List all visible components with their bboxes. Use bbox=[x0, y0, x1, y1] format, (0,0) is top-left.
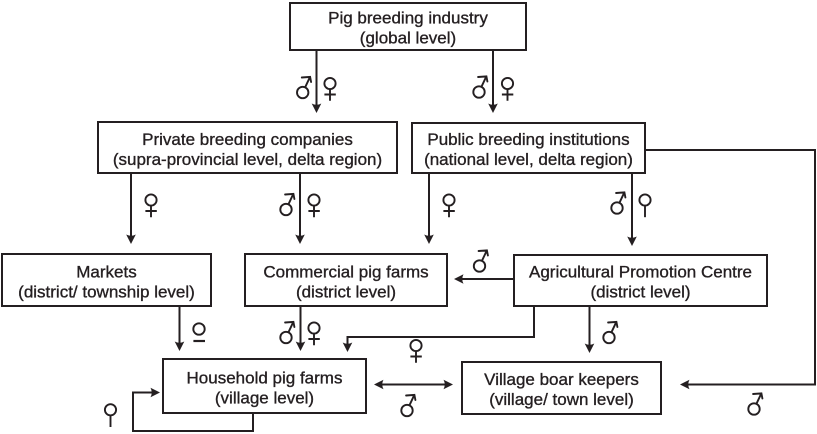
svg-text:(district/ township level): (district/ township level) bbox=[18, 282, 195, 301]
svg-text:(supra-provincial level, delta: (supra-provincial level, delta region) bbox=[113, 150, 382, 169]
svg-text:Private breeding companies: Private breeding companies bbox=[142, 130, 353, 149]
svg-text:(national level, delta region): (national level, delta region) bbox=[424, 150, 633, 169]
svg-text:Household pig farms: Household pig farms bbox=[187, 368, 343, 387]
svg-text:(village/ town level): (village/ town level) bbox=[489, 390, 634, 409]
svg-text:Commercial pig farms: Commercial pig farms bbox=[263, 262, 428, 281]
svg-text:Markets: Markets bbox=[76, 262, 136, 281]
svg-text:Public breeding institutions: Public breeding institutions bbox=[427, 130, 629, 149]
svg-text:Pig breeding industry: Pig breeding industry bbox=[328, 8, 488, 27]
svg-text:(district level): (district level) bbox=[590, 283, 690, 302]
svg-text:Village boar keepers: Village boar keepers bbox=[484, 370, 639, 389]
svg-text:(district level): (district level) bbox=[296, 282, 396, 301]
svg-text:Agricultural Promotion Centre: Agricultural Promotion Centre bbox=[529, 263, 752, 282]
svg-text:(global level): (global level) bbox=[360, 28, 456, 47]
svg-text:(village level): (village level) bbox=[215, 388, 314, 407]
